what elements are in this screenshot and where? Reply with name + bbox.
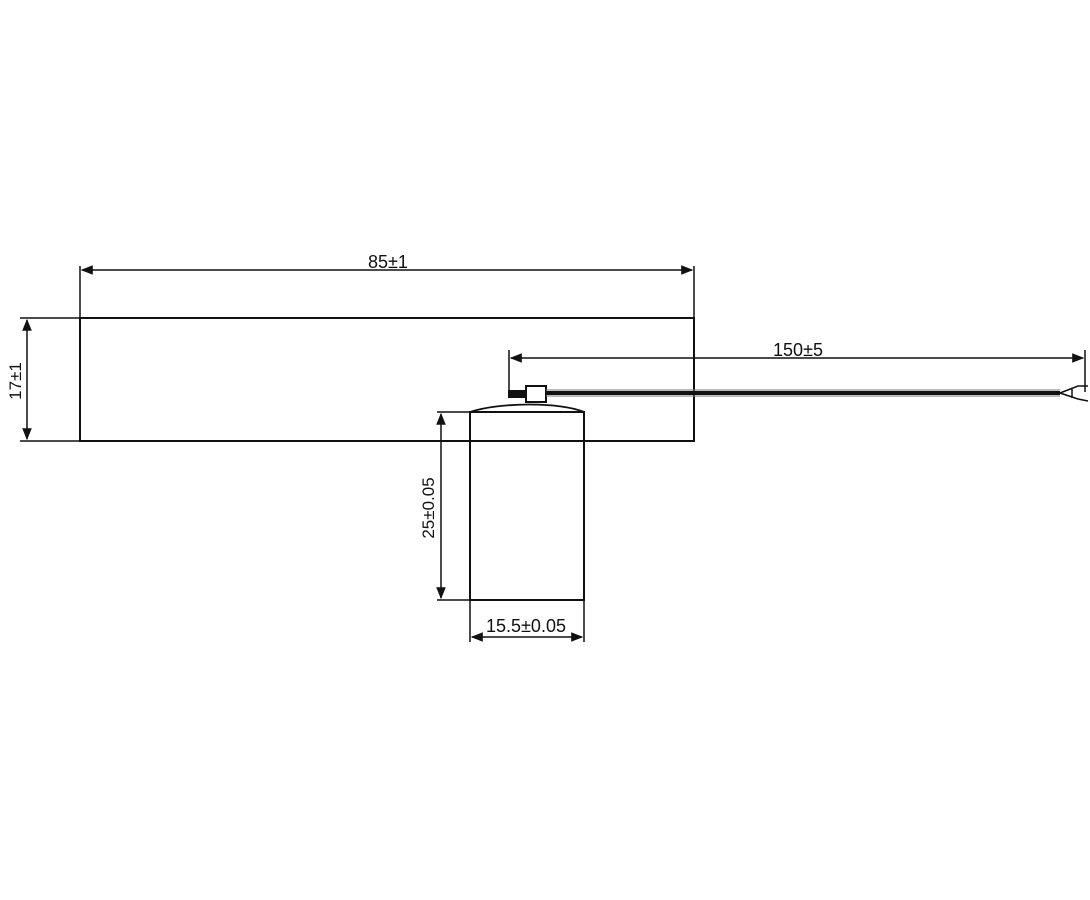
antenna-plate: [79, 317, 695, 442]
component-top-curve: [469, 403, 585, 413]
cable-length-label: 150±5: [773, 340, 823, 360]
cable-assembly: 150±5: [508, 340, 1089, 403]
connector-nose: [508, 390, 526, 398]
length-label: 85±1: [368, 252, 408, 272]
body-height-label: 25±0.05: [419, 477, 438, 538]
connector-body: [525, 385, 547, 403]
component-body: [469, 403, 585, 601]
width-label: 17±1: [6, 362, 25, 400]
width-dimension: 17±1: [6, 317, 80, 442]
component-rectangle: [469, 411, 585, 601]
body-width-label: 15.5±0.05: [486, 616, 566, 636]
length-dimension: 85±1: [79, 252, 695, 318]
cable-end: [1059, 385, 1089, 402]
body-height-dimension: 25±0.05: [419, 411, 470, 601]
body-width-dimension: 15.5±0.05: [469, 600, 585, 642]
